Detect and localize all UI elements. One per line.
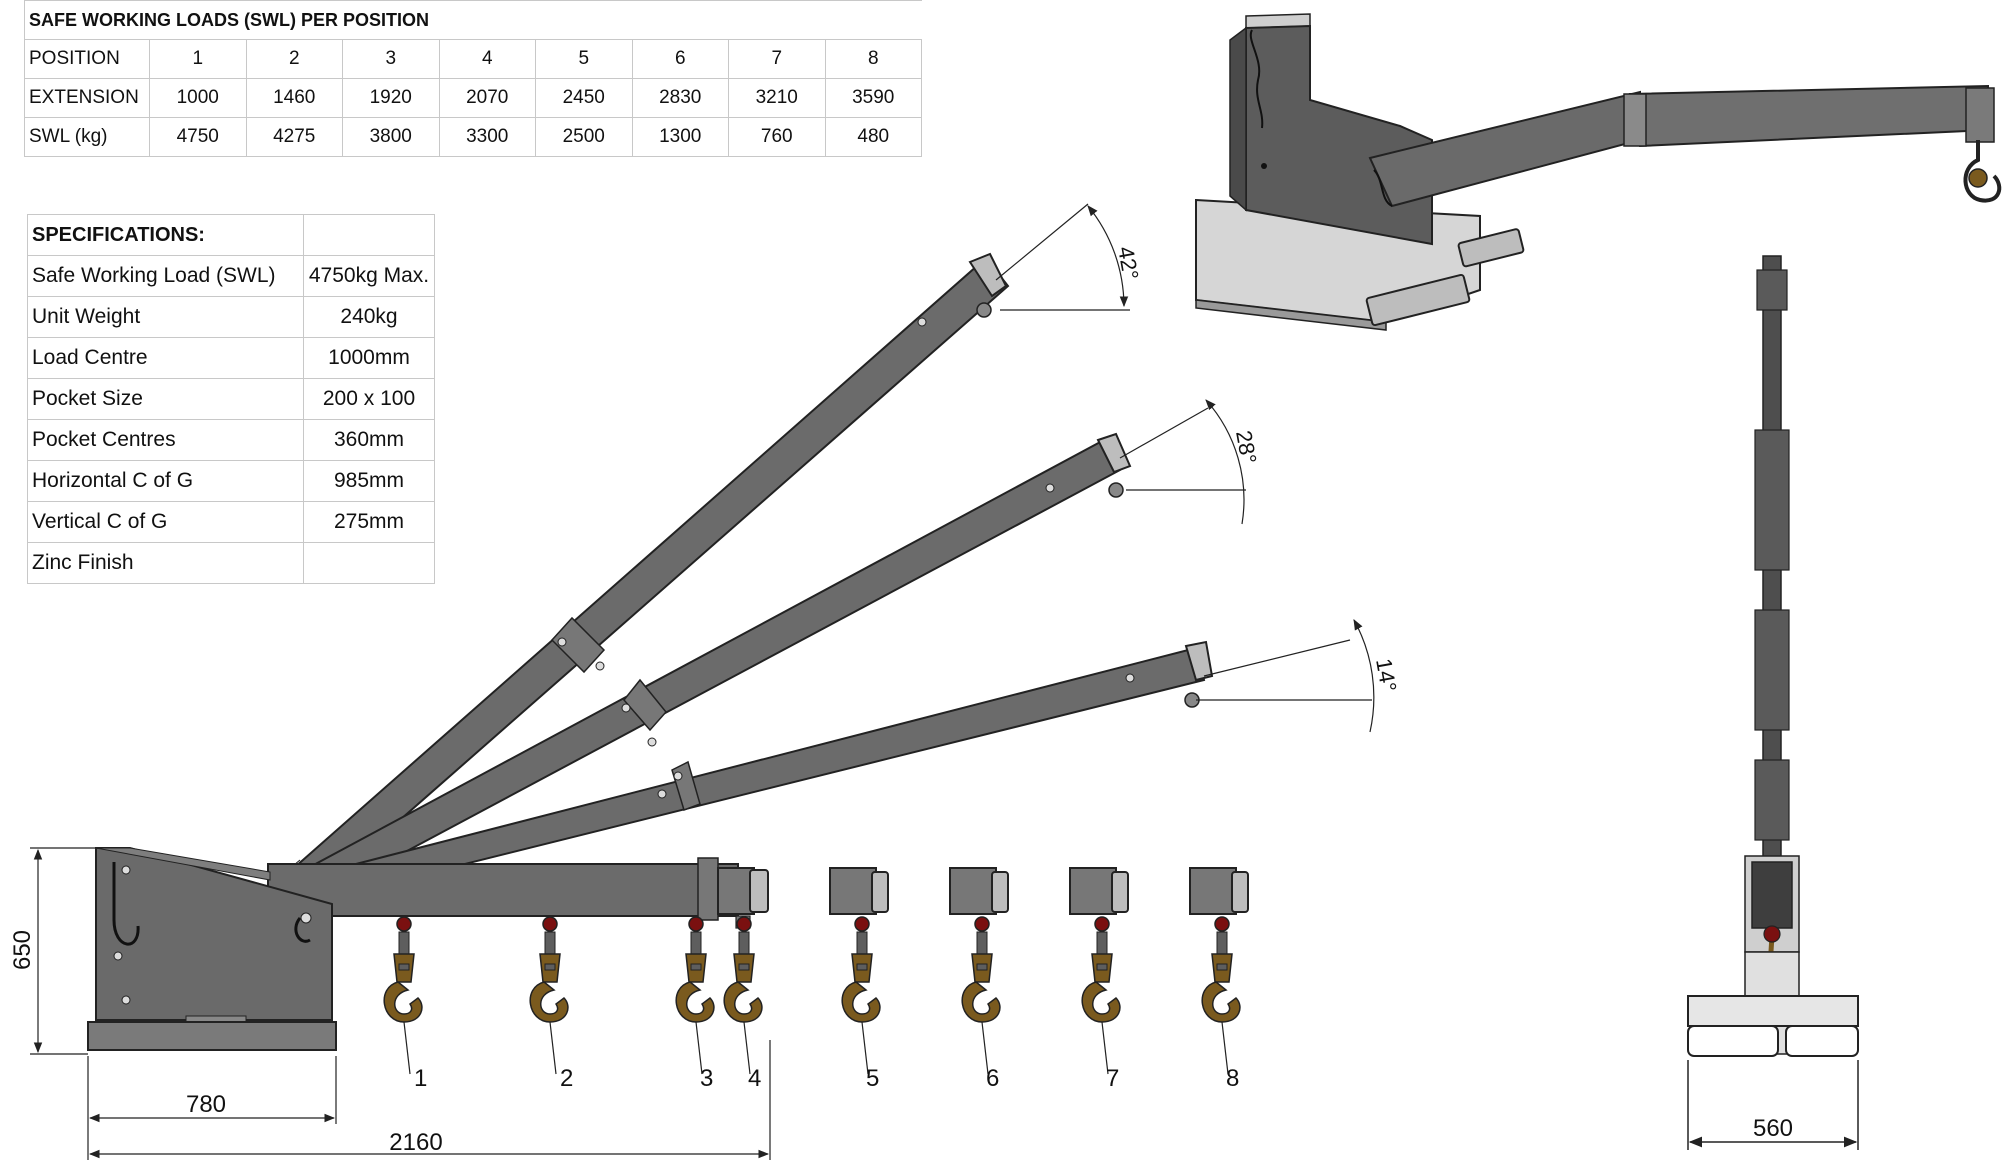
spec-row: Horizontal C of G 985mm	[27, 460, 435, 502]
position-label-2: 2	[560, 1065, 573, 1092]
table-cell: 2450	[535, 78, 633, 118]
table-cell: 5	[535, 39, 633, 79]
side-view: 1 2 3 4 5 6 7 8	[87, 252, 1249, 1092]
table-cell: 3300	[438, 117, 536, 157]
spec-row: Vertical C of G 275mm	[27, 501, 435, 543]
specifications-table: SPECIFICATIONS: Safe Working Load (SWL) …	[27, 214, 435, 584]
table-cell: 4	[438, 39, 536, 79]
front-view: 560	[1687, 255, 1859, 1150]
table-cell: 4750	[149, 117, 247, 157]
spec-label: Pocket Size	[27, 378, 304, 420]
dim-front-width: 560	[1753, 1115, 1793, 1142]
position-label-3: 3	[700, 1065, 713, 1092]
table-cell: 1000	[149, 78, 247, 118]
spec-label: Load Centre	[27, 337, 304, 379]
spec-row: Pocket Size 200 x 100	[27, 378, 435, 420]
angle-label-42: 42°	[1113, 245, 1143, 282]
spec-value: 200 x 100	[303, 378, 435, 420]
spec-label: Pocket Centres	[27, 419, 304, 461]
spec-row: Unit Weight 240kg	[27, 296, 435, 338]
table-cell: 1920	[342, 78, 440, 118]
swl-row-position: POSITION 1 2 3 4 5 6 7 8	[24, 39, 922, 79]
spec-row: Zinc Finish	[27, 542, 435, 584]
position-label-4: 4	[748, 1065, 761, 1092]
table-cell: 2	[245, 39, 343, 79]
position-label-7: 7	[1106, 1065, 1119, 1092]
position-label-5: 5	[866, 1065, 879, 1092]
table-cell: 1	[149, 39, 247, 79]
table-cell: 7	[728, 39, 826, 79]
spec-row: Load Centre 1000mm	[27, 337, 435, 379]
spec-value: 985mm	[303, 460, 435, 502]
dim-height: 650	[9, 930, 36, 970]
row-label: SWL (kg)	[24, 117, 150, 157]
table-cell: 6	[631, 39, 729, 79]
spec-label: Zinc Finish	[27, 542, 304, 584]
spec-title-blank	[303, 214, 435, 256]
swl-row-swl: SWL (kg) 4750 4275 3800 3300 2500 1300 7…	[24, 117, 922, 157]
spec-value: 275mm	[303, 501, 435, 543]
base-frame	[87, 847, 337, 1051]
table-cell: 2830	[631, 78, 729, 118]
dimensions	[30, 847, 771, 1160]
table-cell: 2500	[535, 117, 633, 157]
isometric-view	[1195, 13, 2002, 331]
table-cell: 1300	[631, 117, 729, 157]
spec-value: 360mm	[303, 419, 435, 461]
position-label-1: 1	[414, 1065, 427, 1092]
table-cell: 1460	[245, 78, 343, 118]
table-cell: 760	[728, 117, 826, 157]
table-cell: 8	[824, 39, 922, 79]
spec-label: Unit Weight	[27, 296, 304, 338]
dim-base-width: 780	[186, 1091, 226, 1118]
row-label: EXTENSION	[24, 78, 150, 118]
table-cell: 2070	[438, 78, 536, 118]
position-label-6: 6	[986, 1065, 999, 1092]
swl-table-title-row: SAFE WORKING LOADS (SWL) PER POSITION	[24, 0, 922, 40]
angle-label-14: 14°	[1371, 657, 1401, 694]
table-cell: 3	[342, 39, 440, 79]
dim-total-length: 2160	[389, 1129, 442, 1156]
position-label-8: 8	[1226, 1065, 1239, 1092]
table-cell: 3210	[728, 78, 826, 118]
swl-table: SAFE WORKING LOADS (SWL) PER POSITION PO…	[24, 0, 922, 157]
spec-label: Vertical C of G	[27, 501, 304, 543]
spec-value: 4750kg Max.	[303, 255, 435, 297]
angle-label-28: 28°	[1231, 429, 1261, 466]
angle-annotations	[995, 203, 1375, 733]
spec-value: 1000mm	[303, 337, 435, 379]
table-cell: 4275	[245, 117, 343, 157]
swl-row-extension: EXTENSION 1000 1460 1920 2070 2450 2830 …	[24, 78, 922, 118]
spec-value	[303, 542, 435, 584]
spec-row: Pocket Centres 360mm	[27, 419, 435, 461]
extension-heads	[829, 867, 1249, 915]
spec-title: SPECIFICATIONS:	[27, 214, 304, 256]
spec-value: 240kg	[303, 296, 435, 338]
spec-title-row: SPECIFICATIONS:	[27, 214, 435, 256]
table-cell: 480	[824, 117, 922, 157]
spec-row: Safe Working Load (SWL) 4750kg Max.	[27, 255, 435, 297]
row-label: POSITION	[24, 39, 150, 79]
swl-table-title: SAFE WORKING LOADS (SWL) PER POSITION	[24, 0, 922, 40]
spec-label: Safe Working Load (SWL)	[27, 255, 304, 297]
spec-label: Horizontal C of G	[27, 460, 304, 502]
table-cell: 3590	[824, 78, 922, 118]
table-cell: 3800	[342, 117, 440, 157]
